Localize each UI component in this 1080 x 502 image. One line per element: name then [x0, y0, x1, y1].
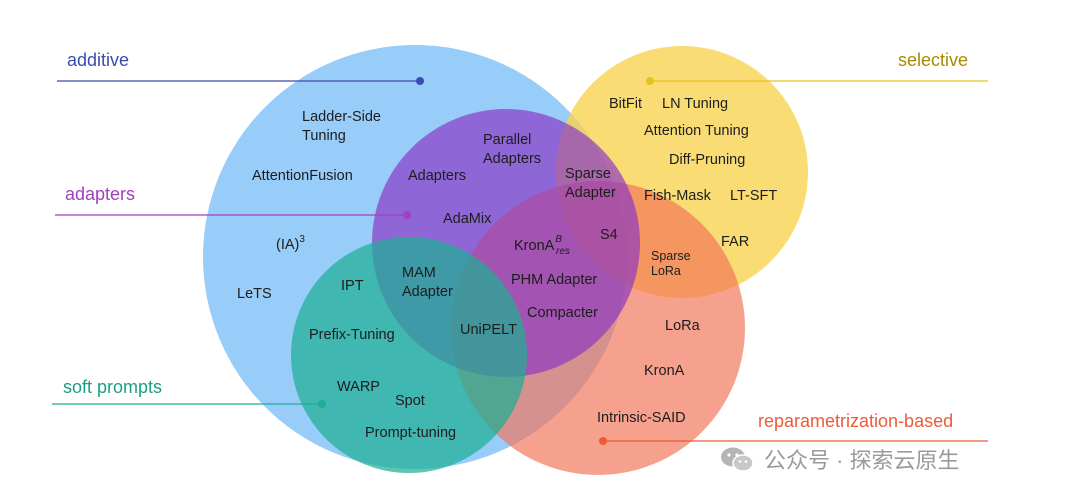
category-label-additive: additive: [67, 50, 130, 70]
method-intrinsic-said: Intrinsic-SAID: [597, 410, 686, 426]
method-prefix-tuning: Prefix-Tuning: [309, 327, 395, 343]
watermark: 公众号 · 探索云原生: [720, 443, 960, 475]
method-lt-sft: LT-SFT: [730, 188, 778, 204]
method-parallel-adapters: Parallel Adapters: [483, 132, 542, 167]
method-ia3-sup: 3: [299, 234, 305, 245]
selective-pointer-dot: [646, 77, 654, 85]
soft-prompts-circle: [291, 237, 527, 473]
method-bitfit: BitFit: [609, 96, 643, 112]
method-adamix: AdaMix: [443, 211, 492, 227]
method-ia3-base: (IA): [276, 237, 300, 253]
method-far: FAR: [721, 234, 750, 250]
method-s4: S4: [600, 227, 618, 243]
method-attention-tuning: Attention Tuning: [644, 123, 749, 139]
method-fish-mask: Fish-Mask: [644, 188, 711, 204]
adapters-pointer-dot: [403, 211, 411, 219]
method-diff-pruning: Diff-Pruning: [669, 152, 746, 168]
method-attention-fusion: AttentionFusion: [252, 168, 353, 184]
category-label-reparametrization: reparametrization-based: [758, 411, 954, 431]
wechat-icon: [721, 447, 754, 472]
category-label-selective: selective: [898, 50, 969, 70]
method-krona: KronA: [644, 363, 685, 379]
reparam-pointer-dot: [599, 437, 607, 445]
method-ia3: (IA)3: [276, 234, 305, 256]
method-spot: Spot: [395, 393, 425, 409]
method-mam-adapter: MAM Adapter: [402, 265, 453, 300]
additive-pointer-dot: [416, 77, 424, 85]
method-sparse-adapter: Sparse Adapter: [565, 166, 616, 201]
method-unipelt: UniPELT: [460, 322, 517, 338]
method-lets: LeTS: [237, 286, 272, 302]
method-prompt-tuning: Prompt-tuning: [365, 425, 457, 441]
category-label-adapters: adapters: [65, 184, 136, 204]
soft-prompts-pointer-dot: [318, 400, 326, 408]
method-phm-adapter: PHM Adapter: [511, 272, 598, 288]
method-ladder-side-tuning: Ladder-Side Tuning: [302, 109, 381, 144]
method-sparse-lora: Sparse LoRa: [651, 249, 691, 278]
category-label-soft-prompts: soft prompts: [63, 377, 163, 397]
method-krona-res-base: KronA: [514, 238, 555, 254]
method-lora: LoRa: [665, 318, 700, 334]
watermark-text: 公众号 · 探索云原生: [764, 448, 960, 473]
method-krona-res: KronABres: [514, 234, 570, 257]
method-ln-tuning: LN Tuning: [662, 96, 729, 112]
method-krona-res-sup: B: [555, 234, 562, 245]
method-krona-res-sub: res: [555, 246, 570, 257]
method-warp: WARP: [337, 379, 380, 395]
method-ipt: IPT: [341, 278, 364, 294]
method-compacter: Compacter: [527, 305, 598, 321]
method-adapters: Adapters: [408, 168, 467, 184]
